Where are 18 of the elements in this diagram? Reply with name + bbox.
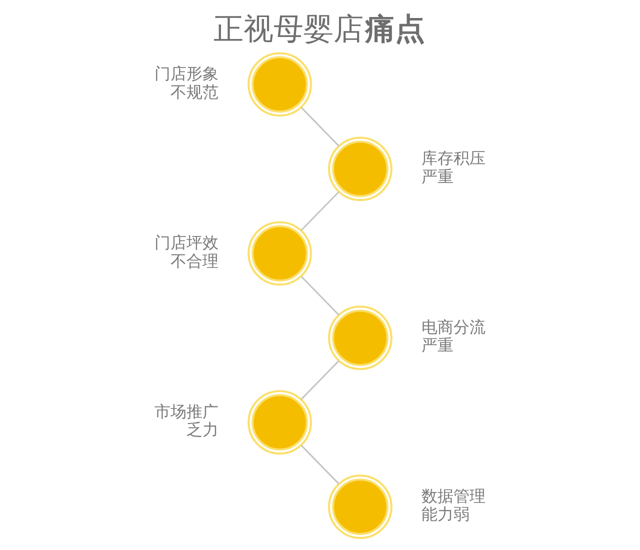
node-circle xyxy=(328,306,392,370)
node-circle xyxy=(248,221,312,286)
node-circle xyxy=(248,52,312,117)
node-circle xyxy=(248,390,312,454)
node-label: 门店形象不规范 xyxy=(154,64,218,102)
node-label: 门店坪效不合理 xyxy=(154,233,218,270)
connector xyxy=(300,107,340,147)
connector xyxy=(300,191,340,232)
connector xyxy=(300,444,340,484)
connector xyxy=(300,360,340,400)
node-circle xyxy=(328,474,392,539)
node-label: 电商分流严重 xyxy=(422,318,486,355)
node-label: 市场推广乏力 xyxy=(154,402,218,440)
node-circle xyxy=(328,136,392,202)
node-label: 数据管理能力弱 xyxy=(422,486,486,524)
diagram-title: 正视母婴店痛点 xyxy=(213,12,426,48)
node-label: 库存积压严重 xyxy=(422,148,486,186)
connector xyxy=(300,276,340,316)
